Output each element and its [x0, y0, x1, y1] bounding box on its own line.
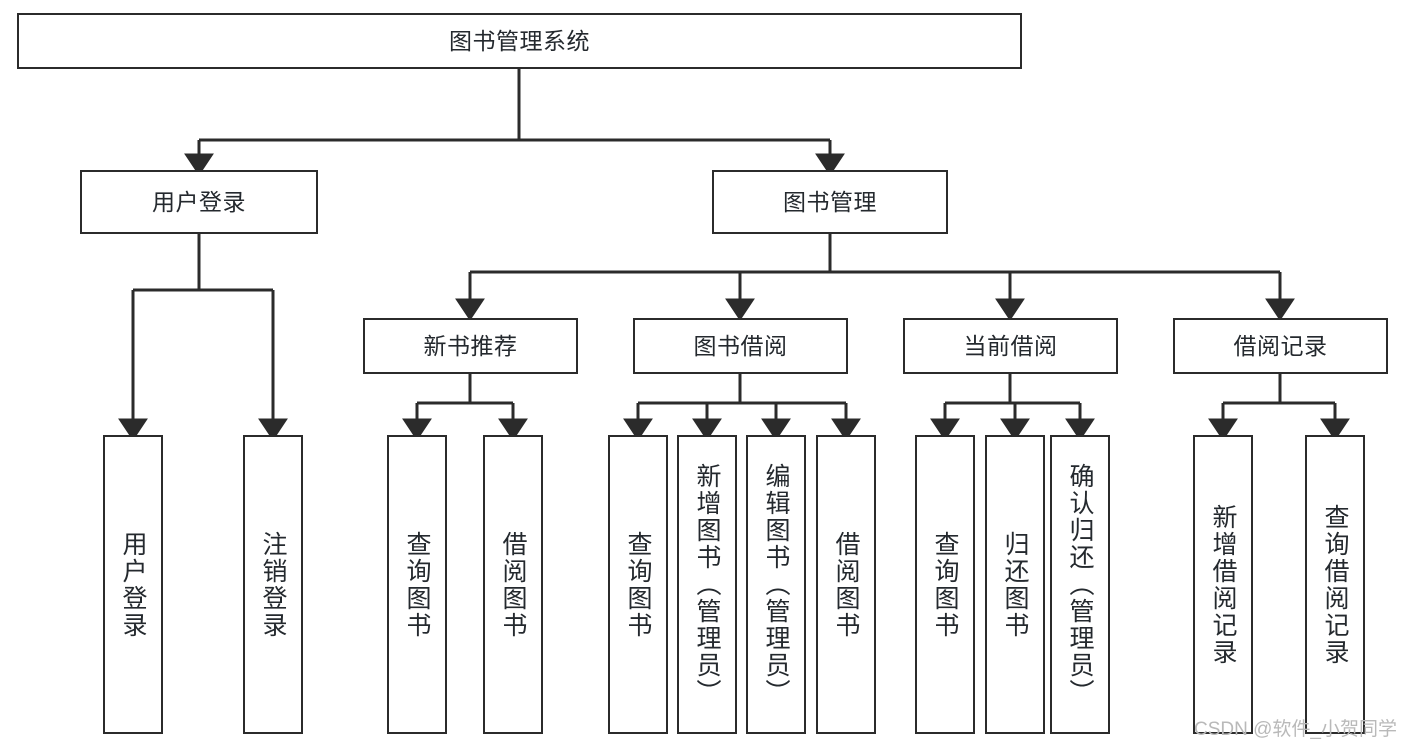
- node-book-manage[interactable]: 图书管理: [712, 170, 948, 234]
- node-leaf-return-book[interactable]: 归还图书: [985, 435, 1045, 734]
- node-label: 当前借阅: [963, 332, 1058, 359]
- node-current-borrow[interactable]: 当前借阅: [903, 318, 1118, 374]
- node-leaf-query-record[interactable]: 查询借阅记录: [1305, 435, 1365, 734]
- node-label: 图书管理: [783, 188, 877, 215]
- node-leaf-user-login[interactable]: 用户登录: [103, 435, 163, 734]
- node-book-borrow[interactable]: 图书借阅: [633, 318, 848, 374]
- node-user-login[interactable]: 用户登录: [80, 170, 318, 234]
- node-leaf-edit-book[interactable]: 编辑图书（管理员）: [746, 435, 806, 734]
- node-leaf-query-book-2[interactable]: 查询图书: [608, 435, 668, 734]
- node-leaf-query-book-3[interactable]: 查询图书: [915, 435, 975, 734]
- node-leaf-confirm-return[interactable]: 确认归还（管理员）: [1050, 435, 1110, 734]
- node-label: 借阅图书: [499, 530, 527, 639]
- node-label: 查询图书: [624, 530, 652, 639]
- node-label: 归还图书: [1001, 530, 1029, 639]
- node-leaf-user-logout[interactable]: 注销登录: [243, 435, 303, 734]
- node-label: 查询借阅记录: [1321, 503, 1349, 666]
- node-label: 查询图书: [403, 530, 431, 639]
- node-leaf-query-book-1[interactable]: 查询图书: [387, 435, 447, 734]
- node-label: 图书借阅: [693, 332, 788, 359]
- node-label: 图书管理系统: [449, 27, 590, 54]
- node-label: 借阅图书: [832, 530, 860, 639]
- node-label: 编辑图书（管理员）: [762, 463, 790, 706]
- node-label: 新书推荐: [423, 332, 518, 359]
- node-label: 新增借阅记录: [1209, 503, 1237, 666]
- node-leaf-add-book[interactable]: 新增图书（管理员）: [677, 435, 737, 734]
- node-label: 新增图书（管理员）: [693, 463, 721, 706]
- node-leaf-add-record[interactable]: 新增借阅记录: [1193, 435, 1253, 734]
- node-label: 用户登录: [152, 188, 246, 215]
- node-label: 借阅记录: [1233, 332, 1328, 359]
- csdn-watermark: CSDN @软件_小贺同学: [1194, 719, 1397, 740]
- node-label: 注销登录: [259, 530, 287, 639]
- node-leaf-borrow-book-1[interactable]: 借阅图书: [483, 435, 543, 734]
- node-label: 用户登录: [119, 530, 147, 639]
- node-label: 查询图书: [931, 530, 959, 639]
- node-borrow-record[interactable]: 借阅记录: [1173, 318, 1388, 374]
- node-leaf-borrow-book-2[interactable]: 借阅图书: [816, 435, 876, 734]
- node-root-book-management-system[interactable]: 图书管理系统: [17, 13, 1022, 69]
- node-new-book-recommend[interactable]: 新书推荐: [363, 318, 578, 374]
- node-label: 确认归还（管理员）: [1066, 463, 1094, 706]
